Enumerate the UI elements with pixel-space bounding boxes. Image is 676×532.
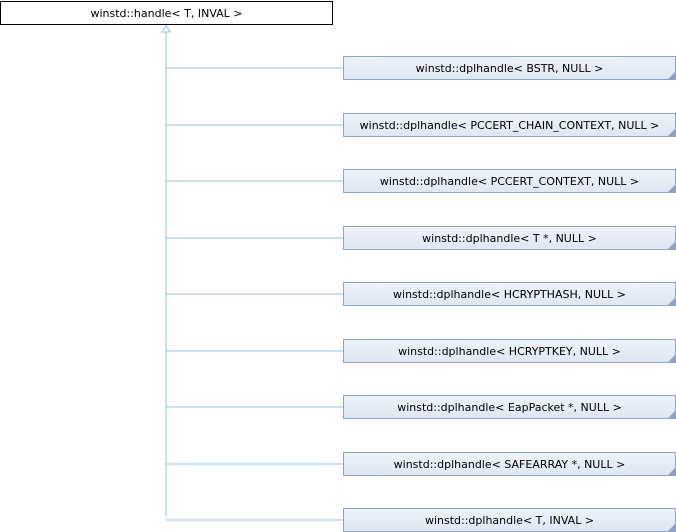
derived-class-node[interactable]: winstd::dplhandle< HCRYPTKEY, NULL > — [343, 339, 676, 363]
derived-class-label: winstd::dplhandle< SAFEARRAY *, NULL > — [393, 457, 626, 471]
derived-class-node[interactable]: winstd::dplhandle< PCCERT_CHAIN_CONTEXT,… — [343, 113, 676, 137]
derived-class-node[interactable]: winstd::dplhandle< T *, NULL > — [343, 226, 676, 250]
derived-class-node[interactable]: winstd::dplhandle< BSTR, NULL > — [343, 56, 676, 80]
derived-class-node[interactable]: winstd::dplhandle< SAFEARRAY *, NULL > — [343, 452, 676, 476]
derived-class-label: winstd::dplhandle< T, INVAL > — [424, 513, 595, 527]
derived-class-label: winstd::dplhandle< EapPacket *, NULL > — [397, 400, 622, 414]
derived-class-label: winstd::dplhandle< PCCERT_CONTEXT, NULL … — [379, 174, 640, 188]
base-class-node[interactable]: winstd::handle< T, INVAL > — [0, 1, 333, 25]
base-class-label: winstd::handle< T, INVAL > — [90, 6, 243, 20]
derived-class-label: winstd::dplhandle< T *, NULL > — [422, 231, 597, 245]
derived-class-node[interactable]: winstd::dplhandle< T, INVAL > — [343, 508, 676, 532]
derived-class-label: winstd::dplhandle< HCRYPTKEY, NULL > — [398, 344, 621, 358]
inheritance-arrowhead-icon — [161, 23, 171, 33]
derived-class-label: winstd::dplhandle< PCCERT_CHAIN_CONTEXT,… — [359, 118, 660, 132]
derived-class-label: winstd::dplhandle< HCRYPTHASH, NULL > — [393, 287, 626, 301]
derived-class-node[interactable]: winstd::dplhandle< HCRYPTHASH, NULL > — [343, 282, 676, 306]
derived-class-label: winstd::dplhandle< BSTR, NULL > — [415, 61, 604, 75]
derived-class-node[interactable]: winstd::dplhandle< PCCERT_CONTEXT, NULL … — [343, 169, 676, 193]
derived-class-node[interactable]: winstd::dplhandle< EapPacket *, NULL > — [343, 395, 676, 419]
